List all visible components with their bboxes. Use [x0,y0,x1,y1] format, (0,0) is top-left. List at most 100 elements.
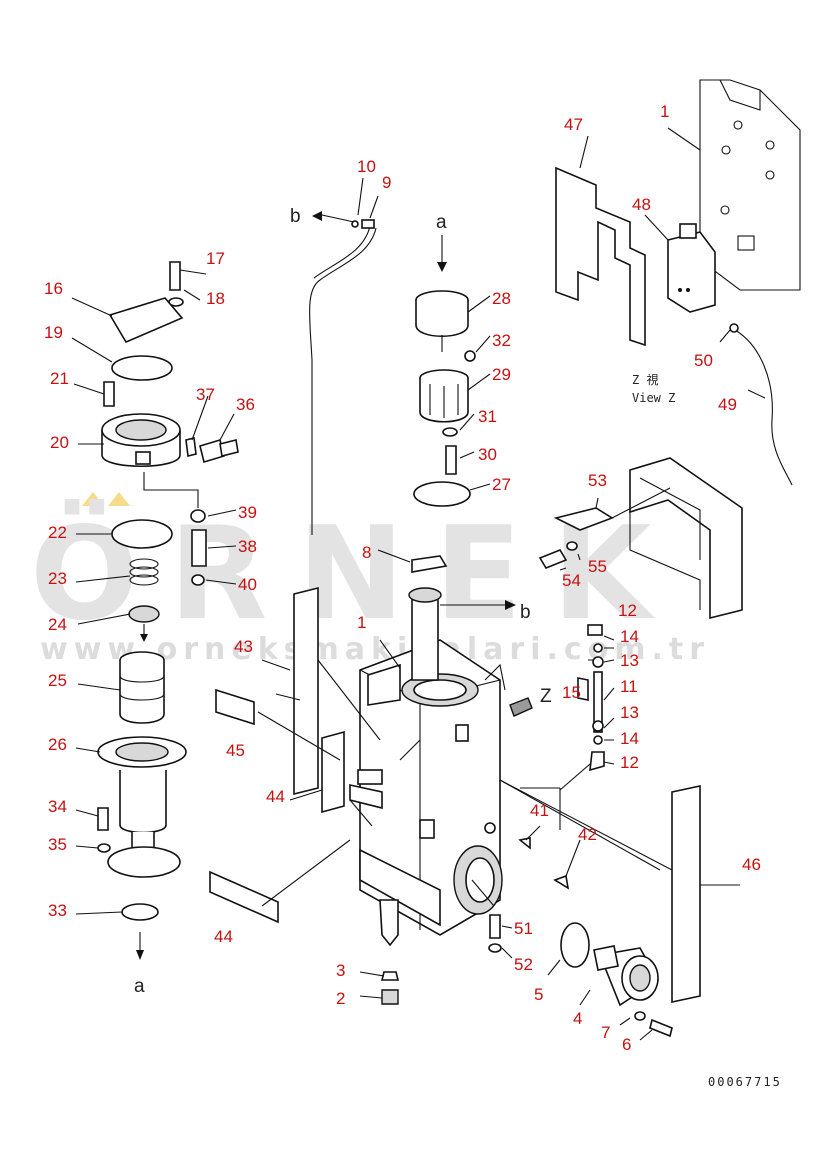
pad-44-lower [209,870,279,924]
oil-tank-1 [357,587,506,936]
plug-41 [518,837,531,850]
arrow-label-a-bottom: a [134,976,145,997]
callout-44-lower: 44 [214,927,233,946]
callout-50: 50 [694,351,713,370]
callout-2: 2 [336,989,345,1008]
callout-13-bottom: 13 [620,703,639,722]
filter-case-20 [101,413,181,467]
seal-37 [185,437,197,457]
callout-36: 36 [236,395,255,414]
washer-7 [634,1011,646,1021]
callout-14-bottom: 14 [620,729,639,748]
sensor-36 [199,438,239,464]
bolt-54 [538,549,568,569]
callout-55: 55 [588,557,607,576]
filter-bowl-26 [97,736,187,878]
pad-44-upper [321,730,345,814]
clip-14-bottom [593,735,603,745]
element-25 [119,651,165,724]
hose-9 [309,227,377,535]
watermark-dot-right [108,492,130,506]
bolt-21 [103,381,115,407]
callout-49: 49 [718,395,737,414]
ball-39 [190,509,206,523]
diagram-code: 00067715 [708,1075,782,1089]
callout-54: 54 [562,571,581,590]
callout-27: 27 [492,475,511,494]
callout-8: 8 [362,543,371,562]
callout-22: 22 [48,523,67,542]
plate-47 [555,166,646,347]
watermark-dot-left [82,492,104,506]
cap-28 [415,290,469,352]
callout-25: 25 [48,671,67,690]
callout-38: 38 [238,537,257,556]
callout-12-top: 12 [618,601,637,620]
callout-41: 41 [530,801,549,820]
gasket-22 [111,519,173,549]
washer-55 [566,541,578,551]
plug-42 [553,874,570,890]
bracket-53 [553,507,614,531]
oring-27 [413,481,471,507]
pipe-11 [593,671,603,733]
fitting-9 [361,219,375,229]
callout-9: 9 [382,173,391,192]
callout-45: 45 [226,741,245,760]
callout-1-view: 1 [660,102,669,121]
pad-45 [215,688,255,726]
pad-44-mid [349,784,383,810]
callout-15: 15 [562,683,581,702]
view-z-text: View Z [632,391,675,405]
callout-23: 23 [48,569,67,588]
oring-33 [121,903,159,921]
callout-40: 40 [238,575,257,594]
callout-14-top: 14 [620,627,639,646]
callout-26: 26 [48,735,67,754]
z-arrow [509,697,533,717]
plug-2 [381,989,399,1005]
callout-7: 7 [601,1023,610,1042]
arrow-label-a-top: a [436,212,447,233]
fitting-50 [729,323,739,333]
callout-44-upper: 44 [266,787,285,806]
callout-17: 17 [206,249,225,268]
callout-11: 11 [620,677,638,696]
callout-19: 19 [44,323,63,342]
callout-3: 3 [336,961,345,980]
arrow-label-b-top: b [290,206,301,227]
cover-53-frame [629,457,743,620]
clamp-15 [577,677,589,701]
callout-13-top: 13 [620,651,639,670]
strainer-29 [419,369,469,423]
callout-4: 4 [573,1009,582,1028]
callout-33: 33 [48,901,67,920]
seat-40 [191,574,205,586]
reservoir-48 [667,223,716,313]
callout-52: 52 [514,955,533,974]
callout-5: 5 [534,985,543,1004]
gasket-8 [411,555,448,573]
callout-30: 30 [478,445,497,464]
spring-23 [129,558,159,586]
callout-32: 32 [492,331,511,350]
callout-48: 48 [632,195,651,214]
callout-18: 18 [206,289,225,308]
callout-37: 37 [196,385,215,404]
callout-42: 42 [578,825,597,844]
valve-24 [128,605,160,623]
callout-53: 53 [588,471,607,490]
elbow-12-bottom [589,751,605,772]
callout-24: 24 [48,615,67,634]
arrow-label-b-tank: b [520,602,531,623]
fitting-10 [351,220,359,228]
callout-51: 51 [514,919,533,938]
nut-13-bottom [592,720,604,732]
oring-5 [560,922,590,968]
callout-39: 39 [238,503,257,522]
bolt-51 [489,914,501,939]
arrow-label-z: Z [540,686,552,707]
callout-31: 31 [478,407,497,426]
